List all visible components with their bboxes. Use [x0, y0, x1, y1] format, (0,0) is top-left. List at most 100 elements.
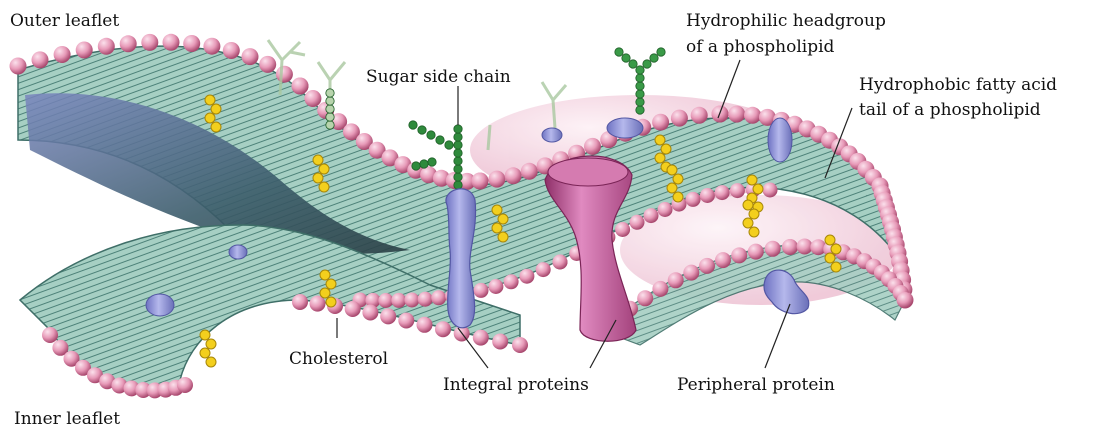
sugar-bead — [636, 74, 644, 82]
cholesterol-bead — [831, 244, 841, 254]
headgroup-sphere — [417, 317, 433, 333]
sugar-bead — [427, 131, 435, 139]
sugar-bead — [454, 141, 462, 149]
label-peripheral-protein: Peripheral protein — [677, 375, 835, 395]
headgroup-sphere — [671, 110, 688, 127]
headgroup-sphere — [699, 258, 715, 274]
headgroup-sphere — [730, 183, 745, 198]
headgroup-sphere — [897, 292, 913, 308]
cholesterol-bead — [211, 104, 221, 114]
headgroup-sphere — [418, 292, 433, 307]
headgroup-sphere — [304, 90, 321, 107]
headgroup-sphere — [691, 107, 708, 124]
sugar-bead — [622, 54, 630, 62]
cholesterol-bead — [498, 232, 508, 242]
cholesterol-bead — [206, 339, 216, 349]
cholesterol-bead — [206, 357, 216, 367]
cholesterol-bead — [667, 165, 677, 175]
headgroup-sphere — [505, 167, 522, 184]
label-hydrophobic-line2: tail of a phospholipid — [859, 100, 1041, 120]
sugar-bead — [636, 98, 644, 106]
sugar-bead — [454, 133, 462, 141]
headgroup-sphere — [519, 269, 534, 284]
cholesterol-bead — [211, 122, 221, 132]
cholesterol-bead — [492, 205, 502, 215]
headgroup-sphere — [553, 255, 568, 270]
cholesterol-bead — [831, 262, 841, 272]
cholesterol-bead — [492, 223, 502, 233]
label-integral-proteins: Integral proteins — [443, 375, 589, 395]
headgroup-sphere — [744, 107, 761, 124]
sugar-bead — [636, 90, 644, 98]
sugar-bead — [420, 160, 428, 168]
headgroup-sphere — [10, 58, 27, 75]
headgroup-sphere — [782, 239, 798, 255]
headgroup-sphere — [763, 183, 778, 198]
label-outer-leaflet: Outer leaflet — [10, 11, 119, 31]
headgroup-sphere — [76, 42, 93, 59]
headgroup-sphere — [536, 262, 551, 277]
headgroup-sphere — [652, 281, 668, 297]
cholesterol-bead — [661, 144, 671, 154]
headgroup-sphere — [404, 293, 419, 308]
cholesterol-bead — [200, 330, 210, 340]
cholesterol-bead — [313, 173, 323, 183]
headgroup-sphere — [472, 173, 489, 190]
sugar-bead — [629, 60, 637, 68]
cholesterol-bead — [320, 270, 330, 280]
headgroup-sphere — [474, 283, 489, 298]
headgroup-sphere — [378, 293, 393, 308]
cholesterol-bead — [655, 135, 665, 145]
headgroup-sphere — [584, 138, 601, 155]
cholesterol-bead — [825, 253, 835, 263]
sugar-bead — [428, 158, 436, 166]
cholesterol-bead — [753, 184, 763, 194]
headgroup-sphere — [435, 321, 451, 337]
cholesterol-bead — [326, 279, 336, 289]
headgroup-sphere — [163, 34, 180, 51]
sugar-bead — [454, 125, 462, 133]
headgroup-sphere — [98, 38, 115, 55]
label-hydrophilic-line1: Hydrophilic headgroup — [686, 11, 886, 31]
headgroup-sphere — [748, 244, 764, 260]
sugar-bead — [454, 173, 462, 181]
headgroup-sphere — [120, 35, 137, 52]
cholesterol-bead — [205, 95, 215, 105]
label-hydrophilic-line2: of a phospholipid — [686, 37, 835, 57]
cholesterol-bead — [498, 214, 508, 224]
sugar-bead — [454, 165, 462, 173]
sugar-bead — [412, 162, 420, 170]
cholesterol-bead — [743, 200, 753, 210]
headgroup-sphere — [797, 239, 813, 255]
cholesterol-bead — [673, 192, 683, 202]
headgroup-sphere — [728, 106, 745, 123]
sugar-bead — [326, 105, 334, 113]
headgroup-sphere — [630, 215, 645, 230]
cholesterol-bead — [655, 153, 665, 163]
headgroup-sphere — [668, 272, 684, 288]
headgroup-sphere — [223, 42, 240, 59]
cholesterol-bead — [313, 155, 323, 165]
sugar-bead — [326, 89, 334, 97]
headgroup-sphere — [683, 265, 699, 281]
headgroup-sphere — [644, 208, 659, 223]
headgroup-sphere — [398, 313, 414, 329]
headgroup-sphere — [473, 330, 489, 346]
sugar-bead — [326, 113, 334, 121]
headgroup-sphere — [637, 290, 653, 306]
cholesterol-bead — [319, 164, 329, 174]
headgroup-sphere — [521, 163, 538, 180]
sugar-bead — [454, 157, 462, 165]
label-cholesterol: Cholesterol — [289, 349, 388, 369]
headgroup-sphere — [292, 294, 308, 310]
cholesterol-bead — [326, 297, 336, 307]
sugar-bead — [636, 82, 644, 90]
headgroup-sphere — [431, 290, 446, 305]
headgroup-sphere — [504, 274, 519, 289]
cholesterol-bead — [205, 113, 215, 123]
sugar-bead — [636, 66, 644, 74]
cholesterol-bead — [319, 182, 329, 192]
headgroup-sphere — [54, 46, 71, 63]
sugar-bead — [436, 136, 444, 144]
